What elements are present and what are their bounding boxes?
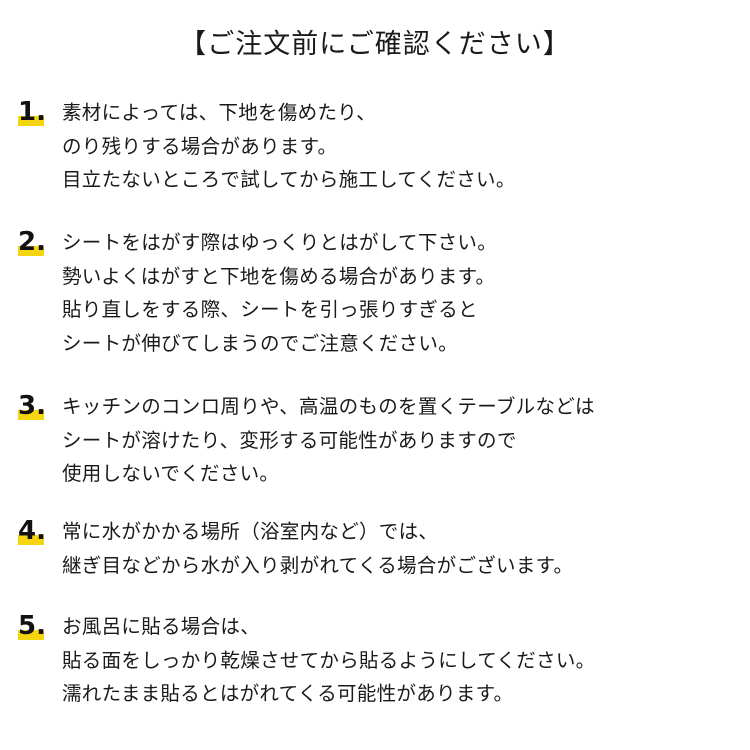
notice-number: 5. (18, 611, 46, 641)
notice-line: 目立たないところで試してから施工してください。 (62, 168, 516, 191)
notice-item-5: 5. お風呂に貼る場合は、 貼る面をしっかり乾燥させてから貼るようにしてください… (18, 610, 743, 711)
number-highlight (18, 246, 44, 256)
notice-line: 素材によっては、下地を傷めたり、 (62, 101, 377, 124)
notice-number: 1. (18, 97, 46, 127)
notice-text: 素材によっては、下地を傷めたり、 のり残りする場合があります。 目立たないところ… (62, 96, 743, 197)
notice-line: シートをはがす際はゆっくりとはがして下さい。 (62, 231, 498, 254)
notice-number: 3. (18, 391, 46, 421)
notice-line: 継ぎ目などから水が入り剥がれてくる場合がございます。 (62, 553, 574, 577)
notice-line: 濡れたまま貼るとはがれてくる可能性があります。 (62, 682, 514, 705)
notice-line: シートが溶けたり、変形する可能性がありますので (62, 428, 517, 452)
notice-line: 勢いよくはがすと下地を傷める場合があります。 (62, 264, 496, 288)
notice-line: 使用しないでください。 (62, 462, 280, 485)
notice-item-1: 1. 素材によっては、下地を傷めたり、 のり残りする場合があります。 目立たない… (18, 96, 743, 197)
notice-text: キッチンのコンロ周りや、高温のものを置くテーブルなどは シートが溶けたり、変形す… (62, 390, 743, 491)
notice-number: 2. (18, 227, 46, 257)
notice-line: 貼る面をしっかり乾燥させてから貼るようにしてください。 (62, 648, 596, 672)
notice-item-2: 2. シートをはがす際はゆっくりとはがして下さい。 勢いよくはがすと下地を傷める… (18, 226, 743, 360)
notice-line: シートが伸びてしまうのでご注意ください。 (62, 331, 459, 355)
notice-text: シートをはがす際はゆっくりとはがして下さい。 勢いよくはがすと下地を傷める場合が… (62, 226, 743, 360)
number-highlight (18, 630, 44, 640)
notice-line: 貼り直しをする際、シートを引っ張りすぎると (62, 298, 478, 321)
notice-line: キッチンのコンロ周りや、高温のものを置くテーブルなどは (62, 395, 595, 418)
notice-line: お風呂に貼る場合は、 (62, 615, 261, 638)
number-highlight (18, 116, 44, 126)
notice-number: 4. (18, 516, 46, 546)
notice-item-3: 3. キッチンのコンロ周りや、高温のものを置くテーブルなどは シートが溶けたり、… (18, 390, 743, 491)
notice-item-4: 4. 常に水がかかる場所（浴室内など）では、 継ぎ目などから水が入り剥がれてくる… (18, 515, 743, 582)
notice-text: 常に水がかかる場所（浴室内など）では、 継ぎ目などから水が入り剥がれてくる場合が… (62, 515, 743, 582)
notice-text: お風呂に貼る場合は、 貼る面をしっかり乾燥させてから貼るようにしてください。 濡… (62, 610, 743, 711)
notice-line: のり残りする場合があります。 (62, 134, 338, 158)
number-highlight (18, 535, 44, 545)
page-title: 【ご注文前にご確認ください】 (179, 29, 571, 60)
number-highlight (18, 410, 44, 420)
notice-line: 常に水がかかる場所（浴室内など）では、 (62, 520, 439, 543)
